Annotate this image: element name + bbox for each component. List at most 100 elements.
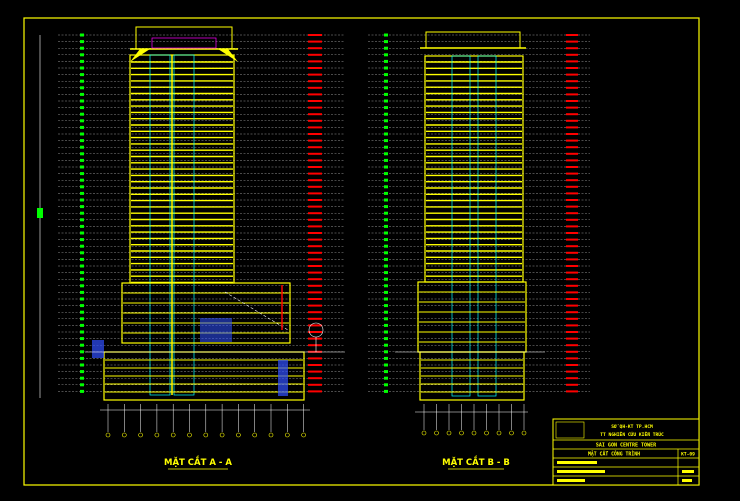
- elevation-tag: [308, 166, 322, 168]
- elevation-tag: [308, 337, 322, 340]
- level-marker: [80, 158, 84, 162]
- title-block-entry: [682, 479, 692, 482]
- grid-bubble: [434, 430, 439, 436]
- title-block-entry: [557, 461, 597, 464]
- level-markers: [80, 33, 84, 393]
- level-marker: [80, 205, 84, 209]
- level-marker: [384, 106, 388, 110]
- elevation-tag: [566, 159, 578, 162]
- elevation-tag: [566, 344, 578, 347]
- elevation-tag: [566, 47, 578, 50]
- level-marker: [80, 251, 84, 255]
- elevation-tag: [308, 185, 322, 188]
- level-marker: [384, 112, 388, 116]
- elevation-tag: [308, 258, 322, 261]
- level-marker: [80, 271, 84, 275]
- section-b-title: MẶT CẮT B - B: [442, 455, 510, 468]
- elevation-tag: [566, 364, 578, 366]
- level-marker: [384, 244, 388, 248]
- elevation-tag: [566, 238, 578, 241]
- level-marker: [80, 323, 84, 327]
- elevation-tag: [566, 284, 578, 287]
- elevation-tag: [566, 251, 578, 254]
- elevation-tag: [308, 311, 322, 314]
- elevation-tag: [308, 80, 322, 83]
- level-marker: [80, 145, 84, 149]
- elevation-tag: [566, 225, 578, 228]
- level-marker: [384, 304, 388, 308]
- elevation-tag: [566, 53, 578, 56]
- elevation-tag: [308, 271, 322, 274]
- level-marker: [384, 191, 388, 195]
- elevation-tag: [566, 304, 578, 307]
- grid-bubble: [521, 430, 527, 436]
- level-marker: [80, 304, 84, 308]
- elevation-tag: [566, 179, 578, 182]
- title-block-entry: [557, 479, 585, 482]
- elevation-tags: [566, 34, 578, 393]
- elevation-tag: [566, 317, 578, 320]
- grid-bubble: [154, 432, 160, 438]
- podium-atrium: [200, 318, 232, 342]
- elevation-tag: [308, 357, 322, 360]
- level-marker: [384, 317, 388, 321]
- level-marker: [384, 205, 388, 209]
- level-marker: [80, 310, 84, 314]
- level-marker: [80, 376, 84, 380]
- elevation-tag: [566, 126, 578, 129]
- elevation-tag: [566, 40, 578, 43]
- elevation-tag: [566, 232, 578, 234]
- level-marker: [80, 178, 84, 182]
- elevation-tag: [308, 73, 322, 76]
- elevation-tag: [566, 93, 578, 96]
- sheet-number: KT-09: [681, 452, 695, 458]
- section-a-a: MẶT CẮT A - A: [37, 26, 345, 470]
- elevation-tag: [308, 86, 322, 89]
- section-a-title: MẶT CẮT A - A: [164, 455, 232, 468]
- level-marker: [384, 218, 388, 222]
- elevation-tag: [308, 377, 322, 380]
- level-marker: [80, 59, 84, 63]
- elevation-tag: [308, 324, 322, 327]
- level-marker: [384, 323, 388, 327]
- elevation-tag: [308, 34, 322, 36]
- elevation-tag: [566, 60, 578, 63]
- elevation-tag: [566, 337, 578, 340]
- elevation-tag: [308, 67, 322, 69]
- tower-floors: [426, 61, 522, 277]
- level-marker: [80, 99, 84, 103]
- level-marker: [80, 86, 84, 90]
- level-marker: [80, 330, 84, 334]
- level-marker: [384, 257, 388, 261]
- elevation-tag: [308, 93, 322, 96]
- elevation-tag: [566, 133, 578, 135]
- level-marker: [80, 165, 84, 169]
- grid-bubble: [484, 430, 489, 436]
- level-marker: [384, 211, 388, 215]
- elevation-tag: [308, 199, 322, 201]
- level-marker: [384, 99, 388, 103]
- elevation-tag: [566, 298, 578, 300]
- elevation-tag: [566, 80, 578, 83]
- level-marker: [80, 33, 84, 37]
- grid-bubble: [421, 430, 427, 436]
- elevation-tag: [566, 390, 578, 393]
- level-marker: [384, 185, 388, 189]
- level-marker: [80, 264, 84, 268]
- level-marker: [384, 158, 388, 162]
- elevation-tag: [308, 225, 322, 228]
- level-marker: [80, 238, 84, 242]
- grid-bubble: [252, 432, 257, 438]
- elevation-tag: [566, 218, 578, 221]
- elevation-tag: [308, 304, 322, 307]
- elevation-tag: [308, 232, 322, 234]
- level-marker: [80, 119, 84, 123]
- grid-bubble: [236, 432, 241, 438]
- level-marker: [80, 132, 84, 136]
- podium-roof-slope: [224, 291, 289, 331]
- elevation-tag: [308, 331, 322, 333]
- elevation-tag: [308, 126, 322, 129]
- grid-bubble: [219, 432, 225, 438]
- level-marker: [80, 125, 84, 129]
- level-marker: [384, 251, 388, 255]
